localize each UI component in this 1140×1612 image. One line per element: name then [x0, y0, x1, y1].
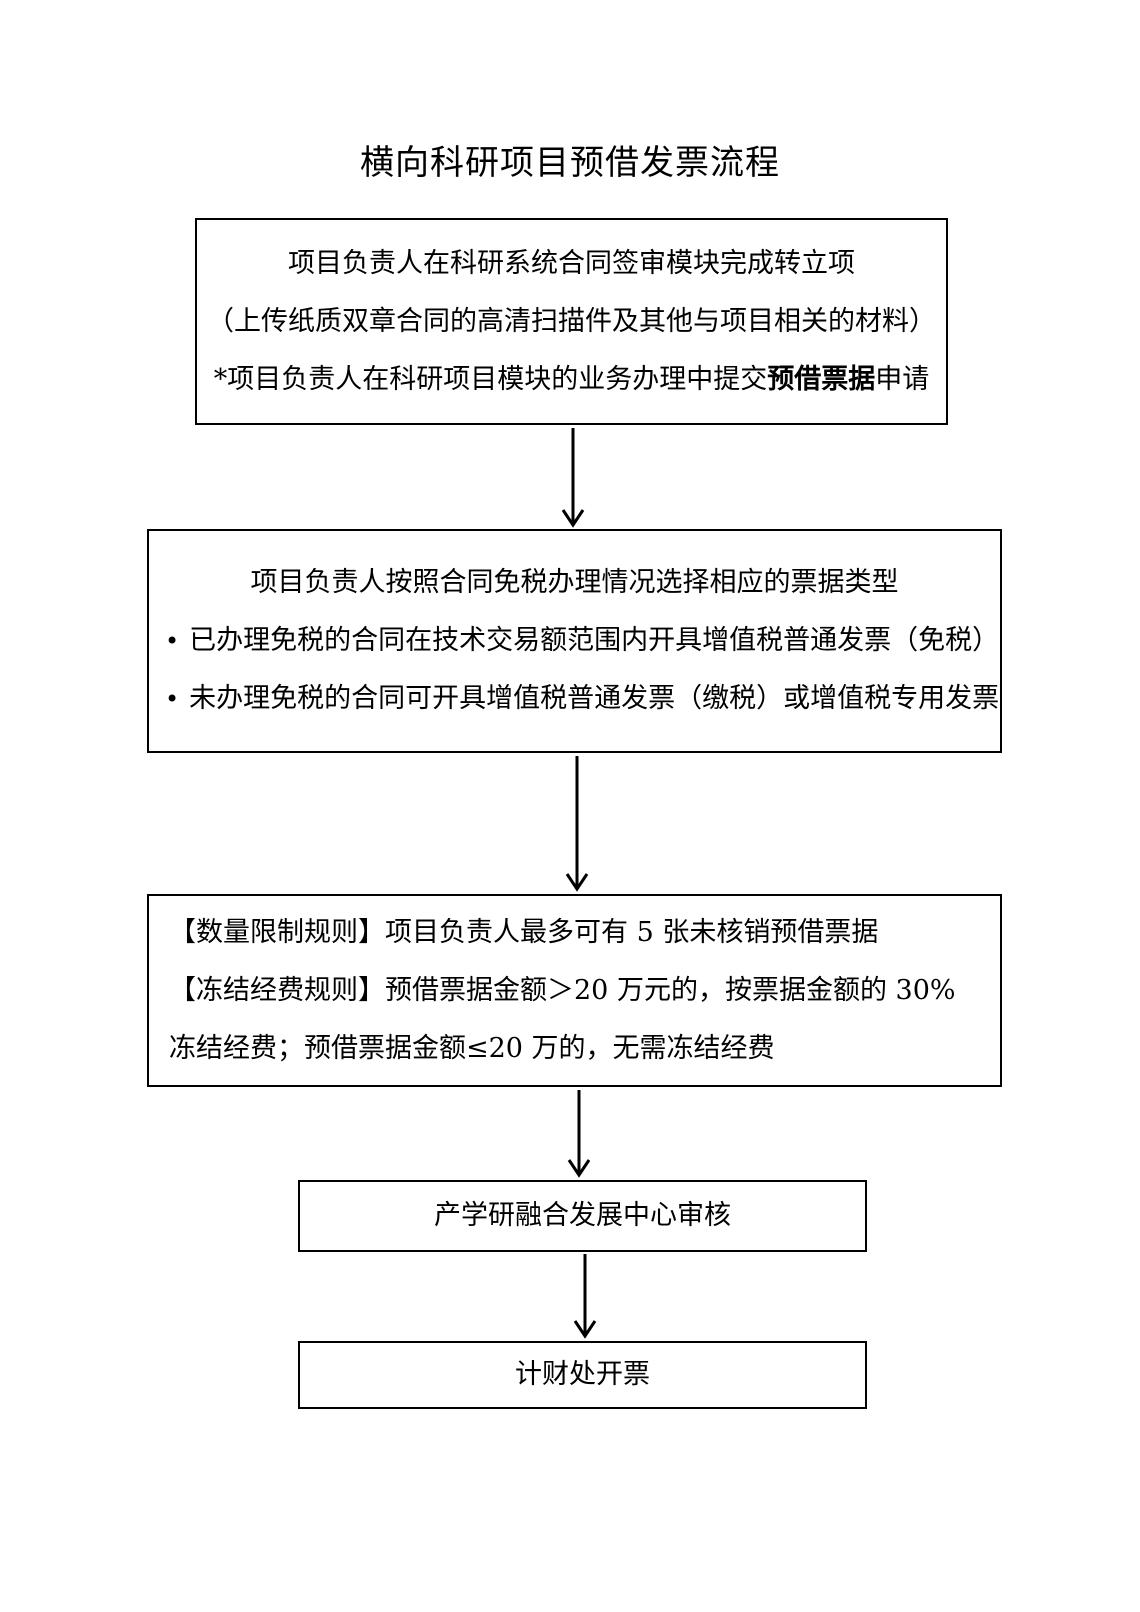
- bullet-text: 未办理免税的合同可开具增值税普通发票（缴税）或增值税专用发票: [189, 683, 1000, 714]
- bullet-text: 已办理免税的合同在技术交易额范围内开具增值税普通发票（免税）: [189, 625, 1000, 656]
- flow-arrow-down-icon: [563, 1090, 595, 1178]
- flow-box-label: 产学研融合发展中心审核: [434, 1200, 731, 1231]
- flow-box-rules: 【数量限制规则】项目负责人最多可有 5 张未核销预借票据 【冻结经费规则】预借票…: [147, 894, 1002, 1087]
- flow-box-heading: 项目负责人按照合同免税办理情况选择相应的票据类型: [250, 567, 899, 598]
- flow-box-line: 冻结经费；预借票据金额≤20 万的，无需冻结经费: [169, 1032, 775, 1064]
- bullet-icon: •: [165, 627, 180, 655]
- flow-box-line: 项目负责人在科研系统合同签审模块完成转立项: [288, 247, 855, 279]
- flow-box-line: *项目负责人在科研项目模块的业务办理中提交预借票据申请: [197, 351, 946, 409]
- line-bold-run: 预借票据: [767, 363, 876, 395]
- flow-box-select-invoice-type: 项目负责人按照合同免税办理情况选择相应的票据类型 • 已办理免税的合同在技术交易额…: [147, 529, 1002, 753]
- flow-arrow-down-icon: [569, 1254, 601, 1339]
- flow-box-bullet: • 未办理免税的合同可开具增值税普通发票（缴税）或增值税专用发票: [149, 670, 1000, 728]
- page-title: 横向科研项目预借发票流程: [360, 143, 780, 183]
- flow-arrow-down-icon: [561, 756, 593, 892]
- line-prefix: *项目负责人在科研项目模块的业务办理中提交: [213, 363, 768, 395]
- flow-box-line: 【数量限制规则】项目负责人最多可有 5 张未核销预借票据: [169, 916, 879, 948]
- flow-box-finance-office-invoicing: 计财处开票: [298, 1341, 867, 1409]
- flow-box-line: （上传纸质双章合同的高清扫描件及其他与项目相关的材料）: [207, 305, 936, 337]
- flow-box-bullet: • 已办理免税的合同在技术交易额范围内开具增值税普通发票（免税）: [149, 612, 1000, 670]
- flow-box-line: 【冻结经费规则】预借票据金额＞20 万元的，按票据金额的 30%: [169, 974, 956, 1006]
- flow-box-label: 计财处开票: [515, 1359, 650, 1390]
- flow-arrow-down-icon: [557, 428, 589, 528]
- flow-box-transfer-project-setup: 项目负责人在科研系统合同签审模块完成转立项 （上传纸质双章合同的高清扫描件及其他…: [195, 218, 948, 425]
- bullet-icon: •: [165, 685, 180, 713]
- flow-box-center-review: 产学研融合发展中心审核: [298, 1180, 867, 1252]
- line-suffix: 申请: [875, 363, 930, 395]
